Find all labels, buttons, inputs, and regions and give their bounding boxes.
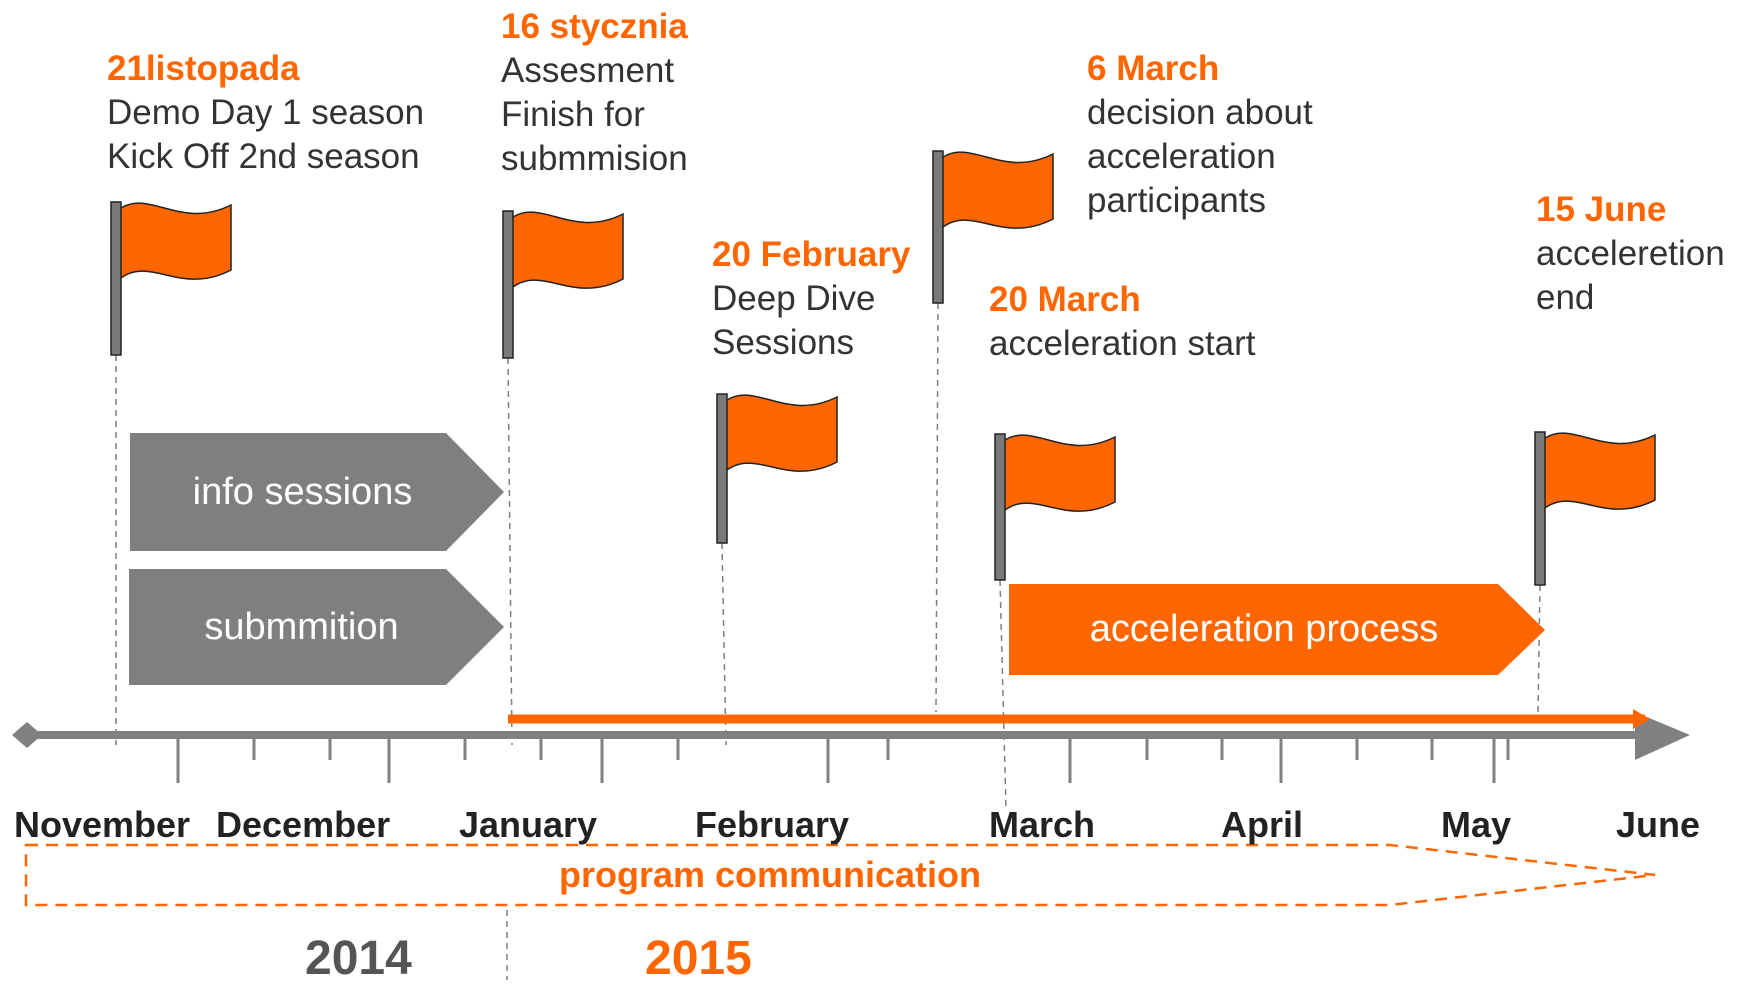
- month-label: February: [695, 804, 850, 845]
- month-label: January: [459, 804, 598, 845]
- month-label: June: [1616, 804, 1701, 845]
- program-communication-arrow: [24, 843, 1656, 907]
- year-2015: 2015: [645, 932, 752, 985]
- connector-line: [507, 357, 513, 746]
- flag-cloth: [115, 202, 232, 280]
- acceleration-process-label: acceleration process: [1089, 608, 1439, 650]
- connector-line: [935, 302, 939, 713]
- event-line: Sessions: [712, 323, 855, 362]
- event-16-stycznia: 16 stycznia Assesment Finish for submmis…: [501, 5, 688, 181]
- event-21-listopada: 21listopada Demo Day 1 season Kick Off 2…: [107, 47, 424, 179]
- event-6-march: 6 March decision about acceleration part…: [1087, 47, 1313, 223]
- month-label: December: [216, 804, 391, 845]
- flags: [110, 150, 1656, 586]
- flag-icon: [994, 433, 1116, 581]
- flag-pole: [994, 433, 1006, 581]
- event-date: 21listopada: [107, 49, 300, 88]
- flag-cloth: [937, 151, 1054, 229]
- event-line: submmision: [501, 139, 688, 178]
- info-sessions-label: info sessions: [192, 471, 413, 513]
- connector-line: [1537, 584, 1541, 713]
- event-date: 20 February: [712, 235, 911, 274]
- axis-start-diamond: [12, 722, 42, 748]
- program-period-arrow-head: [1633, 709, 1650, 729]
- flag-icon: [932, 150, 1054, 304]
- flag-icon: [502, 210, 624, 359]
- event-line: Kick Off 2nd season: [107, 137, 420, 176]
- connector-line: [999, 579, 1007, 811]
- flag-cloth: [721, 394, 838, 472]
- event-15-june: 15 June acceleretion end: [1536, 188, 1725, 320]
- flag-pole: [1534, 431, 1546, 586]
- flag-pole: [932, 150, 944, 304]
- event-line: end: [1536, 278, 1595, 317]
- event-date: 15 June: [1536, 190, 1667, 229]
- program-communication-label: program communication: [558, 854, 982, 895]
- info-sessions-arrow: [130, 433, 504, 551]
- flag-pole: [110, 201, 122, 356]
- axis-ticks: [176, 739, 1510, 783]
- submmition-label: submmition: [204, 606, 399, 648]
- event-line: Demo Day 1 season: [107, 93, 425, 132]
- year-2014: 2014: [305, 932, 412, 985]
- event-line: participants: [1087, 181, 1266, 220]
- submmition-arrow: [129, 569, 504, 685]
- flag-pole: [502, 210, 514, 359]
- time-axis: [12, 709, 1690, 783]
- flag-cloth: [999, 434, 1116, 512]
- month-label: March: [989, 804, 1096, 845]
- event-line: Deep Dive: [712, 279, 876, 318]
- month-label: May: [1441, 804, 1512, 845]
- event-date: 20 March: [989, 280, 1141, 319]
- event-line: Assesment: [501, 51, 675, 90]
- connector-line: [721, 542, 727, 746]
- acceleration-process-arrow: [1009, 584, 1545, 675]
- event-20-february: 20 February Deep Dive Sessions: [712, 233, 910, 365]
- month-label: April: [1221, 804, 1304, 845]
- axis-arrow-head: [1635, 712, 1690, 760]
- flag-pole: [716, 393, 728, 544]
- event-line: decision about: [1087, 93, 1313, 132]
- event-line: acceleration: [1087, 137, 1276, 176]
- event-date: 16 stycznia: [501, 7, 688, 46]
- flag-icon: [110, 201, 232, 356]
- connector-lines: [115, 302, 1541, 980]
- event-line: Finish for: [501, 95, 645, 134]
- month-label: November: [14, 804, 191, 845]
- flag-icon: [716, 393, 838, 544]
- event-20-march: 20 March acceleration start: [989, 278, 1256, 366]
- flag-cloth: [507, 211, 624, 289]
- flag-cloth: [1539, 432, 1656, 510]
- event-date: 6 March: [1087, 49, 1220, 88]
- flag-icon: [1534, 431, 1656, 586]
- event-line: acceleration start: [989, 324, 1256, 363]
- event-line: acceleretion: [1536, 234, 1725, 273]
